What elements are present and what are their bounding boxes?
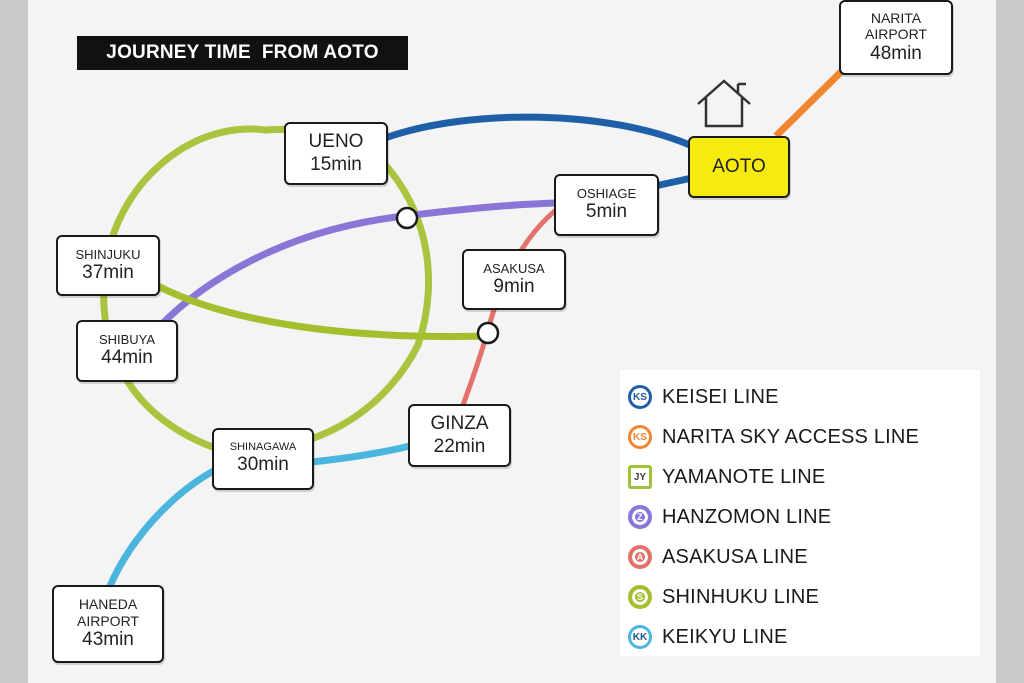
station-time: 37min <box>82 261 134 283</box>
station-name-line-2: AIRPORT <box>865 26 927 43</box>
line-legend: KS KEISEI LINE KS NARITA SKY ACCESS LINE… <box>620 370 980 656</box>
station-time: 9min <box>493 275 535 297</box>
station-name: SHINJUKU <box>75 246 141 262</box>
keisei-oshiage-segment <box>654 174 693 190</box>
legend-item-asakusa: A ASAKUSA LINE <box>628 542 808 572</box>
transfer-dot-hanzomon-yamanote <box>395 206 419 230</box>
station-name-line-2: AIRPORT <box>77 612 139 629</box>
station-name: GINZA <box>430 413 489 435</box>
legend-item-hanzomon: Z HANZOMON LINE <box>628 502 831 532</box>
legend-label: ASAKUSA LINE <box>662 545 808 568</box>
station-name: SHINAGAWA <box>229 441 297 454</box>
station-time: 43min <box>82 629 134 651</box>
legend-item-shinjuku-line: S SHINHUKU LINE <box>628 582 819 612</box>
station-time: 44min <box>101 347 153 369</box>
station-name-line-1: NARITA <box>870 9 922 26</box>
legend-label: SHINHUKU LINE <box>662 585 820 608</box>
keisei-badge-icon: KS <box>628 385 652 409</box>
station-time: 30min <box>237 454 289 476</box>
page-title: JOURNEY TIME FROM AOTO <box>77 36 408 70</box>
keikyu-haneda-line <box>106 466 217 588</box>
station-name-line-1: HANEDA <box>78 596 138 613</box>
legend-label: NARITA SKY ACCESS LINE <box>662 425 920 448</box>
hanzomon-line <box>157 199 558 329</box>
yamanote-badge-icon: JY <box>628 465 652 489</box>
legend-label: KEISEI LINE <box>662 385 779 408</box>
station-name: SHIBUYA <box>98 332 156 348</box>
narita-sky-access-badge-icon: KS <box>628 425 652 449</box>
station-haneda-airport[interactable]: HANEDA AIRPORT 43min <box>52 585 164 663</box>
shinjuku-line-badge-icon: S <box>628 585 652 609</box>
station-oshiage[interactable]: OSHIAGE 5min <box>554 174 659 236</box>
keikyu-ginza-shinagawa <box>311 442 411 466</box>
narita-sky-access-line <box>773 65 848 139</box>
station-aoto[interactable]: AOTO <box>688 136 790 198</box>
station-narita-airport[interactable]: NARITA AIRPORT 48min <box>839 0 953 75</box>
legend-label: KEIKYU LINE <box>662 625 788 648</box>
keikyu-badge-icon: KK <box>628 625 652 649</box>
legend-item-yamanote: JY YAMANOTE LINE <box>628 462 825 492</box>
legend-item-keikyu: KK KEIKYU LINE <box>628 622 788 652</box>
asakusa-badge-icon: A <box>628 545 652 569</box>
home-icon <box>697 79 751 128</box>
legend-item-narita-sky-access: KS NARITA SKY ACCESS LINE <box>628 422 919 452</box>
station-ueno[interactable]: UENO 15min <box>284 122 388 185</box>
keisei-line <box>383 113 694 150</box>
station-asakusa[interactable]: ASAKUSA 9min <box>462 249 566 310</box>
station-ginza[interactable]: GINZA 22min <box>408 404 511 467</box>
transfer-dot-asakusa-shinjuku <box>476 321 500 345</box>
shinjuku-line <box>156 282 488 340</box>
station-name: ASAKUSA <box>483 260 545 276</box>
station-time: 22min <box>433 435 486 457</box>
station-time: 48min <box>870 42 922 64</box>
station-shinagawa[interactable]: SHINAGAWA 30min <box>212 428 314 490</box>
station-shinjuku[interactable]: SHINJUKU 37min <box>56 235 160 296</box>
legend-label: HANZOMON LINE <box>662 505 832 528</box>
station-time: 5min <box>585 201 628 223</box>
station-time: 15min <box>310 153 362 175</box>
legend-label: YAMANOTE LINE <box>662 465 826 488</box>
station-name: AOTO <box>712 155 766 177</box>
station-shibuya[interactable]: SHIBUYA 44min <box>76 320 178 382</box>
legend-item-keisei: KS KEISEI LINE <box>628 382 779 412</box>
station-name: OSHIAGE <box>576 186 637 202</box>
station-name: UENO <box>308 131 364 153</box>
hanzomon-badge-icon: Z <box>628 505 652 529</box>
